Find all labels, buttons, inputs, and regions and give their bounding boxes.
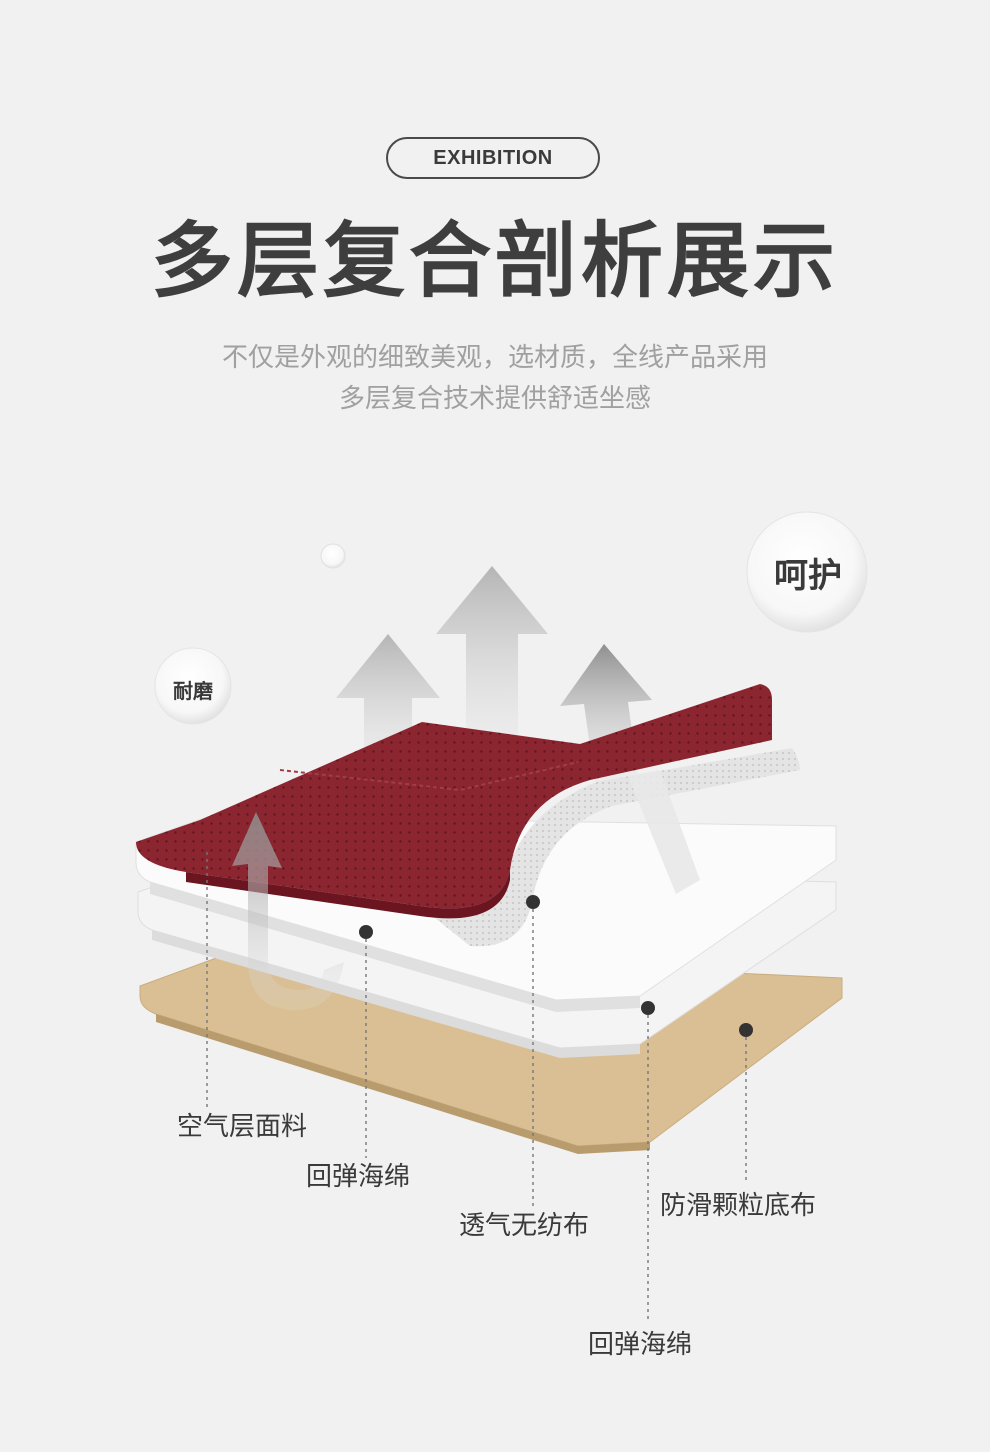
- subtitle-line-2: 多层复合技术提供舒适坐感: [338, 384, 651, 414]
- callout-dots: [359, 895, 753, 1037]
- exhibition-badge: EXHIBITION: [386, 137, 600, 179]
- wear-bubble: [154, 647, 232, 725]
- subtitle-line-1: 不仅是外观的细致美观，选材质，全线产品采用: [221, 343, 768, 373]
- callout-foam-bottom: 回弹海绵: [588, 1330, 693, 1360]
- page-title: 多层复合剖析展示: [150, 214, 839, 309]
- small-bubble: [320, 543, 346, 569]
- callout-foam-top: 回弹海绵: [306, 1162, 411, 1192]
- exhibition-badge-text: EXHIBITION: [433, 146, 553, 169]
- arrow-up-icon: [336, 634, 440, 790]
- wear-label: 耐磨: [173, 679, 213, 703]
- callout-fabric: 空气层面料: [177, 1112, 308, 1142]
- callout-lines: [206, 852, 747, 1322]
- callout-base: 防滑颗粒底布: [660, 1191, 817, 1221]
- callout-nonwoven: 透气无纺布: [459, 1211, 590, 1241]
- care-bubble: [746, 511, 868, 633]
- arrow-up-icon: [436, 566, 548, 780]
- curved-arrow-icon: [232, 812, 344, 1010]
- care-label: 呵护: [774, 556, 842, 596]
